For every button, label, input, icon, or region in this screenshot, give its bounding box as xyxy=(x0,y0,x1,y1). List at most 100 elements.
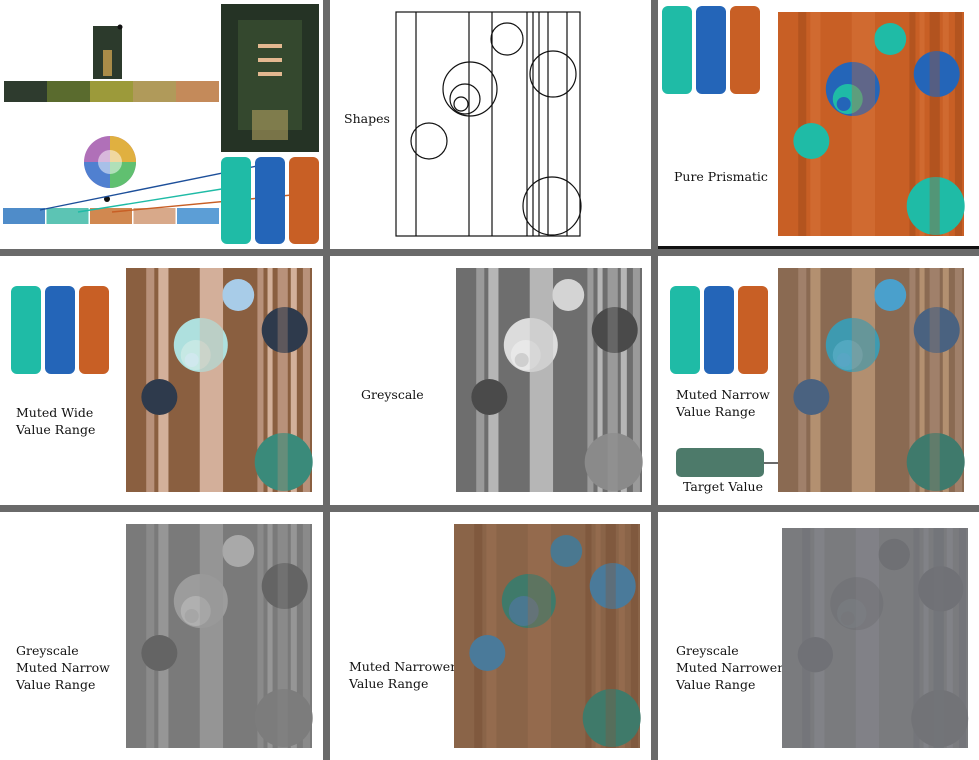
composition-stripe xyxy=(919,12,925,236)
composition-stripe xyxy=(597,268,603,492)
composition-circle xyxy=(591,307,638,353)
composition-stripe xyxy=(923,528,929,748)
composition-circle xyxy=(469,635,506,671)
wheel-swatch xyxy=(3,208,45,224)
composition-circle xyxy=(471,379,508,415)
composition-circle xyxy=(550,535,583,567)
label-greyscale-muted-narrow: Greyscale Muted Narrow Value Range xyxy=(16,643,110,692)
label-muted-wide: Muted Wide Value Range xyxy=(16,405,96,437)
panel-reference xyxy=(0,0,323,249)
label-muted-narrower: Muted Narrower Value Range xyxy=(349,659,457,691)
composition-circle xyxy=(584,433,643,491)
label-target-value: Target Value xyxy=(683,479,763,494)
composition-stripe xyxy=(146,268,155,492)
composition-stripe xyxy=(929,268,940,492)
panel-greyscale-muted-narrow: Greyscale Muted Narrow Value Range xyxy=(0,512,323,760)
composition-circle xyxy=(552,279,585,311)
composition-circle xyxy=(911,690,969,748)
composition-circle xyxy=(793,379,830,415)
composition-stripe xyxy=(946,528,953,748)
composition-muted-wide xyxy=(126,268,313,492)
composition-stripe xyxy=(942,12,949,236)
palette-swatch xyxy=(176,81,219,102)
prismatic-swatches xyxy=(658,6,979,249)
composition-circle xyxy=(793,123,830,159)
composition-circle xyxy=(582,689,641,747)
composition-stripe xyxy=(607,268,618,492)
composition-greyscale-muted-narrow xyxy=(126,524,313,748)
composition-circle xyxy=(512,609,527,623)
composition-stripe-overlay xyxy=(605,524,616,748)
panel-greyscale-muted-narrower: Greyscale Muted Narrower Value Range xyxy=(658,512,979,760)
label-greyscale: Greyscale xyxy=(361,387,424,402)
composition-stripe xyxy=(585,524,592,748)
panel-pure-prismatic: Pure Prismatic xyxy=(658,0,979,249)
composition-stripe xyxy=(146,524,155,748)
label-pure-prismatic: Pure Prismatic xyxy=(674,169,768,184)
composition-stripe xyxy=(933,528,944,748)
composition-circle xyxy=(906,177,965,235)
wheel-swatch xyxy=(133,208,176,224)
composition-circle xyxy=(222,279,255,311)
composition-stripe xyxy=(954,268,962,492)
composition-stripe xyxy=(474,524,483,748)
composition-circle xyxy=(261,307,308,353)
composition-stripe xyxy=(954,12,962,236)
panel-greyscale: Greyscale xyxy=(330,256,651,505)
composition-circle xyxy=(254,433,313,491)
composition-circle xyxy=(184,609,199,623)
composition-circle xyxy=(589,563,636,609)
label-shapes: Shapes xyxy=(344,111,390,126)
composition-circle xyxy=(874,279,907,311)
composition-stripe xyxy=(302,524,310,748)
composition-greyscale xyxy=(456,268,643,492)
composition-stripe xyxy=(476,268,485,492)
composition-stripe-overlay xyxy=(529,268,554,492)
label-muted-narrow: Muted Narrow Value Range xyxy=(676,387,770,419)
composition-stripe xyxy=(290,268,297,492)
composition-circle xyxy=(184,353,199,367)
composition-circle xyxy=(141,635,178,671)
composition-stripe xyxy=(632,268,640,492)
composition-stripe xyxy=(909,268,916,492)
composition-stripe xyxy=(630,524,638,748)
composition-stripe xyxy=(605,524,616,748)
composition-greyscale-muted-narrower xyxy=(782,528,969,748)
composition-stripe xyxy=(302,268,310,492)
composition-stripe xyxy=(929,12,940,236)
composition-stripe xyxy=(257,524,264,748)
composition-stripe-overlay xyxy=(199,268,224,492)
composition-stripe xyxy=(290,524,297,748)
composition-circle xyxy=(840,611,855,626)
composition-stripe-overlay xyxy=(199,524,224,748)
composition-circle xyxy=(254,689,313,747)
composition-stripe-overlay xyxy=(277,524,288,748)
composition-circle xyxy=(878,538,910,571)
muted-wide-swatches xyxy=(11,286,109,374)
composition-stripe xyxy=(798,268,807,492)
composition-stripe xyxy=(587,268,594,492)
composition-circle xyxy=(874,23,907,55)
palette-swatch xyxy=(90,81,133,102)
panel-muted-wide: Muted Wide Value Range xyxy=(0,256,323,505)
composition-stripe-overlay xyxy=(851,268,876,492)
label-greyscale-muted-narrower: Greyscale Muted Narrower Value Range xyxy=(676,643,784,692)
composition-circle xyxy=(918,566,964,612)
composition-stripe xyxy=(802,528,811,748)
muted-narrow-swatches xyxy=(670,286,936,477)
wheel-swatch xyxy=(177,208,219,224)
composition-stripe xyxy=(798,12,807,236)
composition-circle xyxy=(797,637,834,673)
composition-stripe-overlay xyxy=(277,268,288,492)
composition-stripe xyxy=(267,268,273,492)
palette-swatch xyxy=(4,81,47,102)
composition-muted-narrower xyxy=(454,524,641,748)
composition-stripe xyxy=(267,524,273,748)
composition-stripe xyxy=(958,528,966,748)
composition-circle xyxy=(836,97,851,111)
wheel-swatch xyxy=(46,208,89,224)
composition-stripe xyxy=(277,524,288,748)
composition-stripe xyxy=(620,268,627,492)
composition-stripe-overlay xyxy=(607,268,618,492)
composition-circle xyxy=(514,353,529,367)
